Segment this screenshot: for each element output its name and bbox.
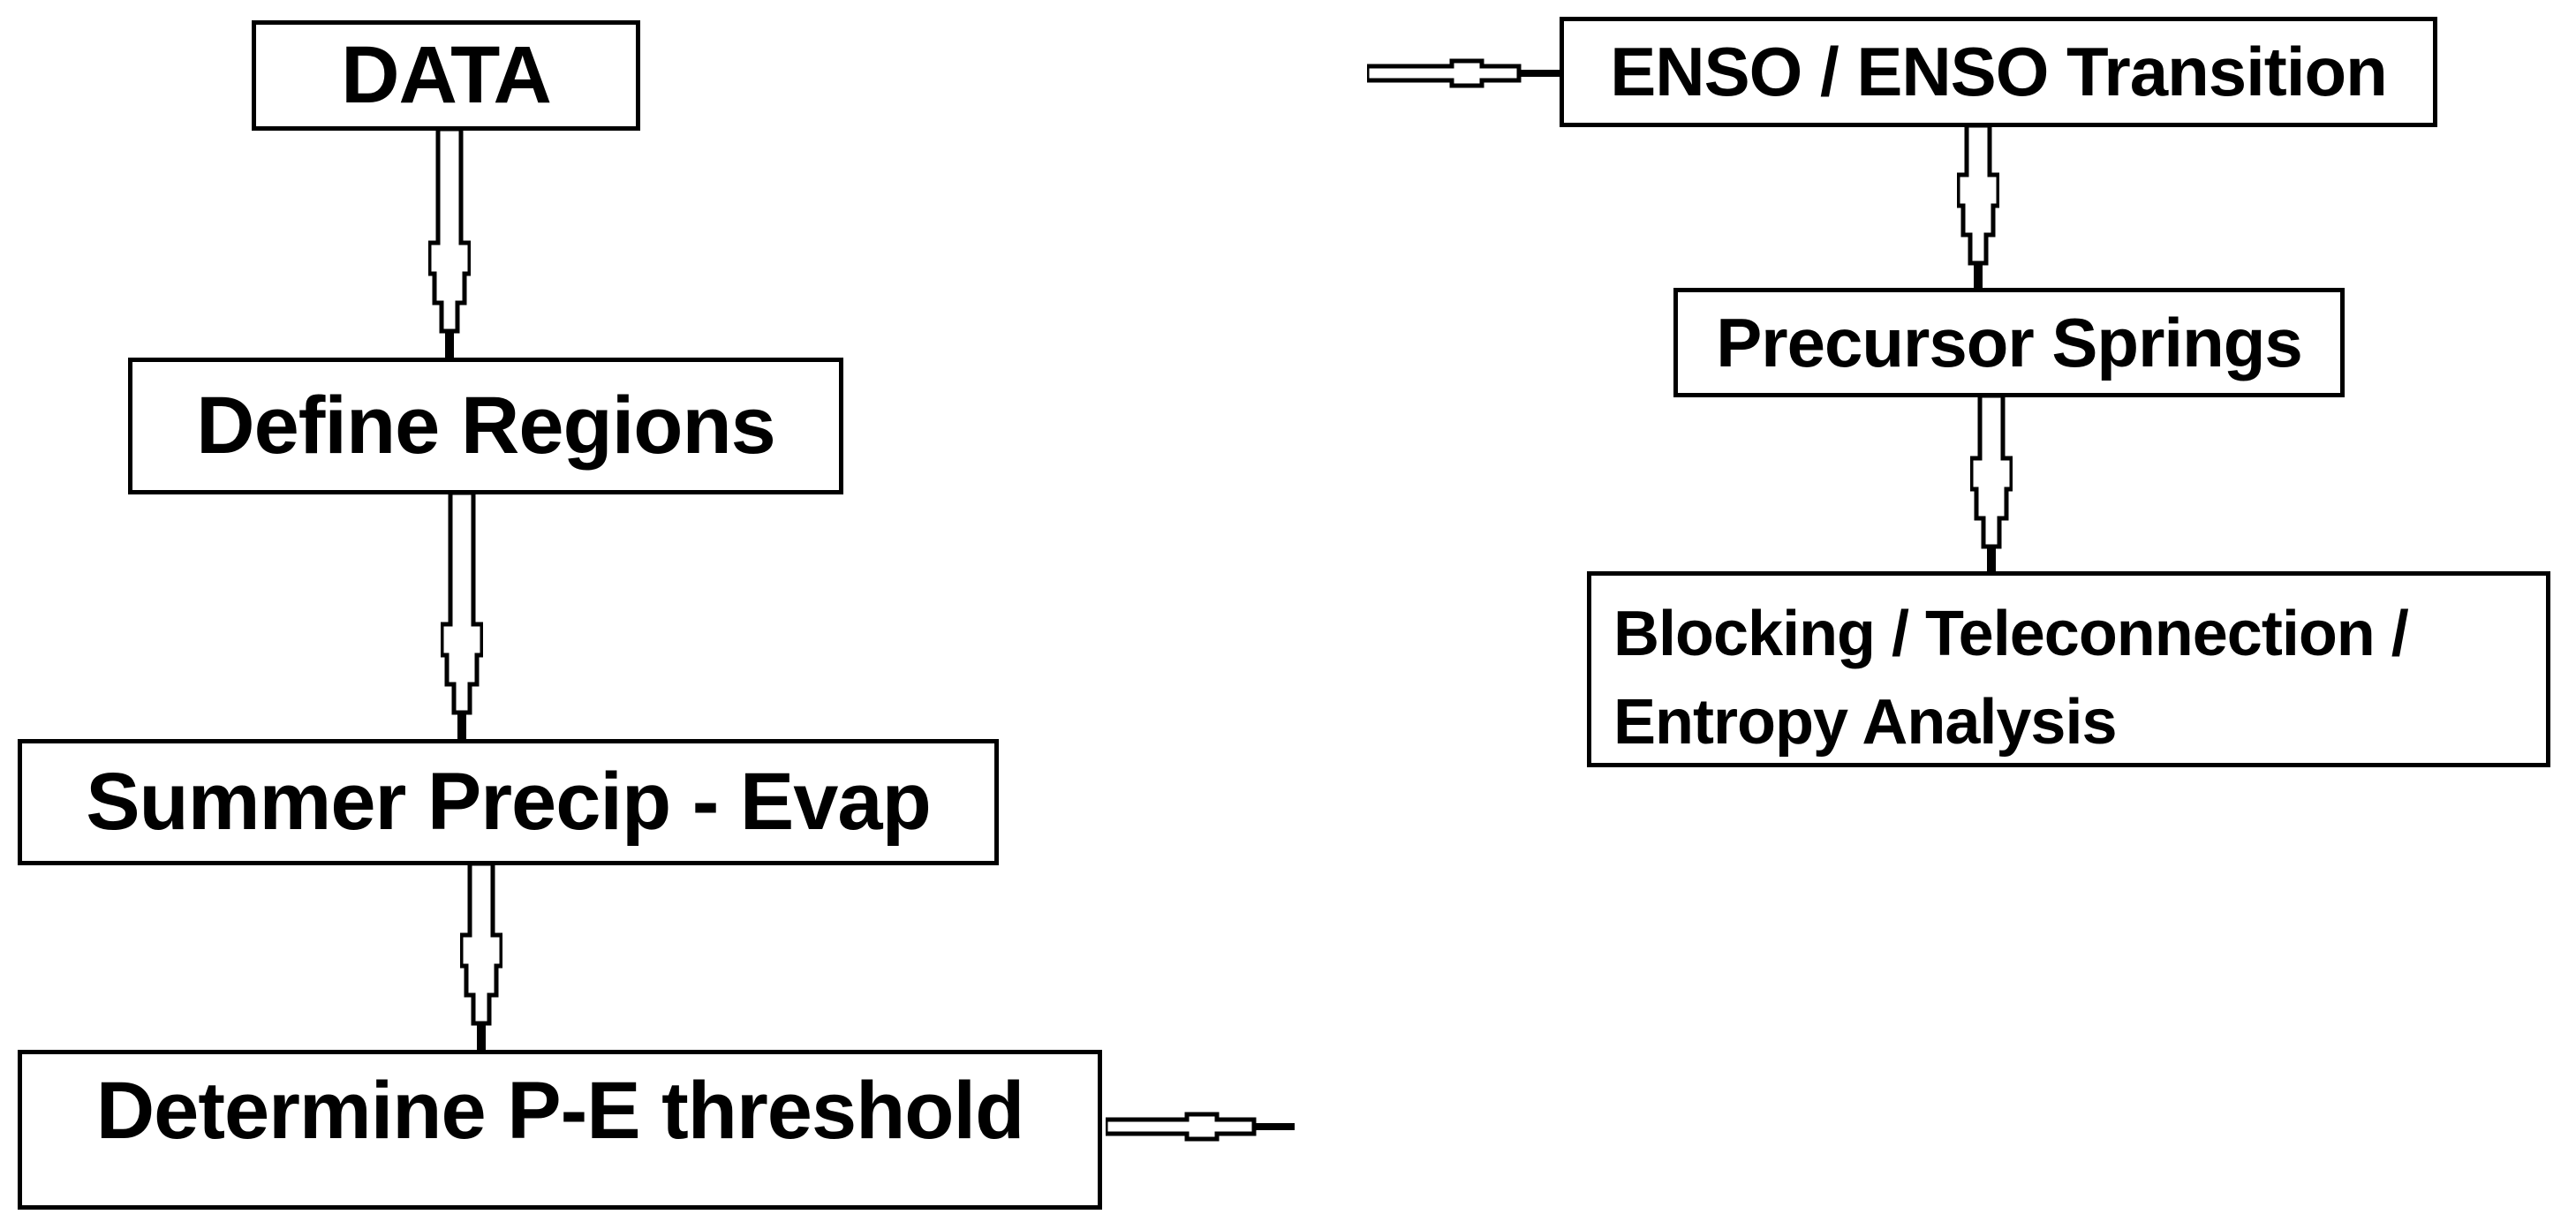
node-blocking-label-line1: Blocking / Teleconnection /	[1613, 599, 2409, 669]
node-define-regions: Define Regions	[128, 358, 843, 494]
node-determine-pe-threshold-label: Determine P-E threshold	[95, 1066, 1025, 1156]
arrow-incoming-to-enso-icon	[1367, 58, 1560, 88]
node-determine-pe-threshold: Determine P-E threshold	[18, 1050, 1102, 1210]
arrow-enso-to-precursor-springs-icon	[1957, 125, 1999, 290]
node-data: DATA	[252, 20, 640, 131]
node-blocking-teleconnection-entropy: Blocking / Teleconnection / Entropy Anal…	[1587, 571, 2550, 767]
node-summer-precip-evap-label: Summer Precip - Evap	[86, 757, 932, 847]
node-precursor-springs: Precursor Springs	[1673, 288, 2345, 397]
arrow-define-regions-to-summer-precip-icon	[441, 493, 483, 739]
node-precursor-springs-label: Precursor Springs	[1716, 303, 2303, 381]
node-enso-transition-label: ENSO / ENSO Transition	[1610, 33, 2387, 110]
arrow-data-to-define-regions-icon	[428, 129, 471, 358]
arrow-summer-precip-to-threshold-icon	[460, 864, 502, 1050]
node-enso-transition: ENSO / ENSO Transition	[1560, 17, 2437, 127]
arrow-threshold-outgoing-right-icon	[1106, 1112, 1295, 1142]
node-data-label: DATA	[341, 30, 552, 120]
node-define-regions-label: Define Regions	[196, 381, 776, 471]
arrow-precursor-to-blocking-icon	[1970, 396, 2013, 573]
node-summer-precip-evap: Summer Precip - Evap	[18, 739, 999, 865]
node-blocking-label-line2: Entropy Analysis	[1613, 687, 2117, 758]
